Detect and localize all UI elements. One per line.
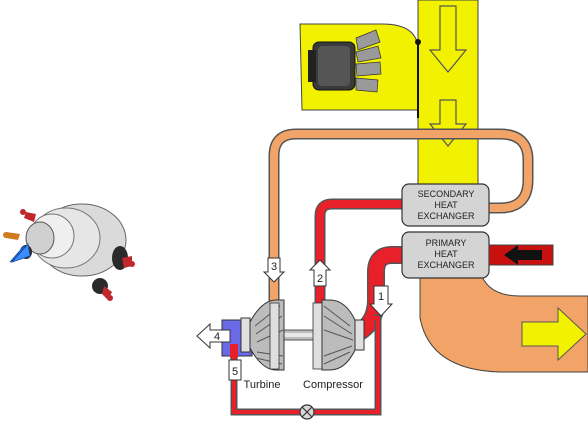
flow-arrow-icon	[488, 244, 554, 266]
compressor-label: Compressor	[303, 379, 363, 391]
valve-icon	[299, 404, 315, 420]
primary-hx-label-1: PRIMARY	[426, 238, 467, 248]
air-cycle-machine-icon	[3, 203, 135, 301]
turbine-label: Turbine	[244, 379, 281, 391]
compressor	[312, 299, 365, 371]
station-3: 3	[262, 257, 286, 283]
fan-icon	[308, 29, 421, 118]
pipe-bypass-loop	[230, 314, 382, 416]
station-2: 2	[308, 259, 332, 287]
station-4: 4	[214, 331, 220, 343]
pipe-secondary-to-turbine	[268, 128, 534, 310]
exhaust-duct	[419, 269, 588, 373]
station-4-label: 4	[214, 331, 220, 343]
station-1: 1	[368, 285, 394, 317]
station-2-label: 2	[317, 273, 323, 285]
station-5-label: 5	[232, 366, 238, 378]
station-3-label: 3	[271, 261, 277, 273]
pipe-primary-to-compressor	[348, 246, 402, 345]
secondary-hx-label-2: HEAT	[434, 200, 458, 210]
secondary-hx-label-3: EXCHANGER	[417, 211, 475, 221]
primary-hx-label-3: EXCHANGER	[417, 260, 475, 270]
secondary-hx-label-1: SECONDARY	[418, 189, 475, 199]
turbine	[240, 299, 285, 371]
station-5: 5	[228, 359, 242, 381]
secondary-heat-exchanger: SECONDARY HEAT EXCHANGER	[401, 183, 490, 227]
primary-heat-exchanger: PRIMARY HEAT EXCHANGER	[401, 231, 490, 279]
pipe-compressor-to-secondary	[314, 198, 402, 306]
station-1-label: 1	[378, 291, 384, 303]
primary-hx-label-2: HEAT	[434, 249, 458, 259]
flow-arrow-icon	[196, 322, 231, 350]
